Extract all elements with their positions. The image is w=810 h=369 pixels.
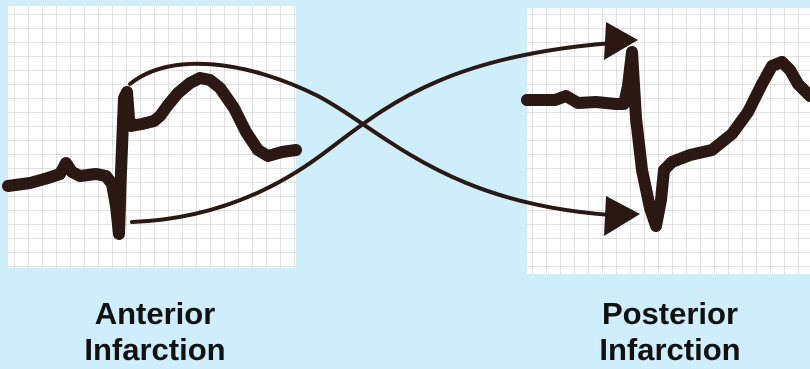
anterior-caption-line2: Infarction bbox=[5, 332, 305, 368]
anterior-infarction-caption: Anterior Infarction bbox=[5, 296, 305, 368]
posterior-caption-line2: Infarction bbox=[520, 332, 810, 368]
anterior-ecg-panel bbox=[8, 6, 296, 268]
posterior-caption-line1: Posterior bbox=[520, 296, 810, 332]
anterior-caption-line1: Anterior bbox=[5, 296, 305, 332]
posterior-infarction-caption: Posterior Infarction bbox=[520, 296, 810, 368]
